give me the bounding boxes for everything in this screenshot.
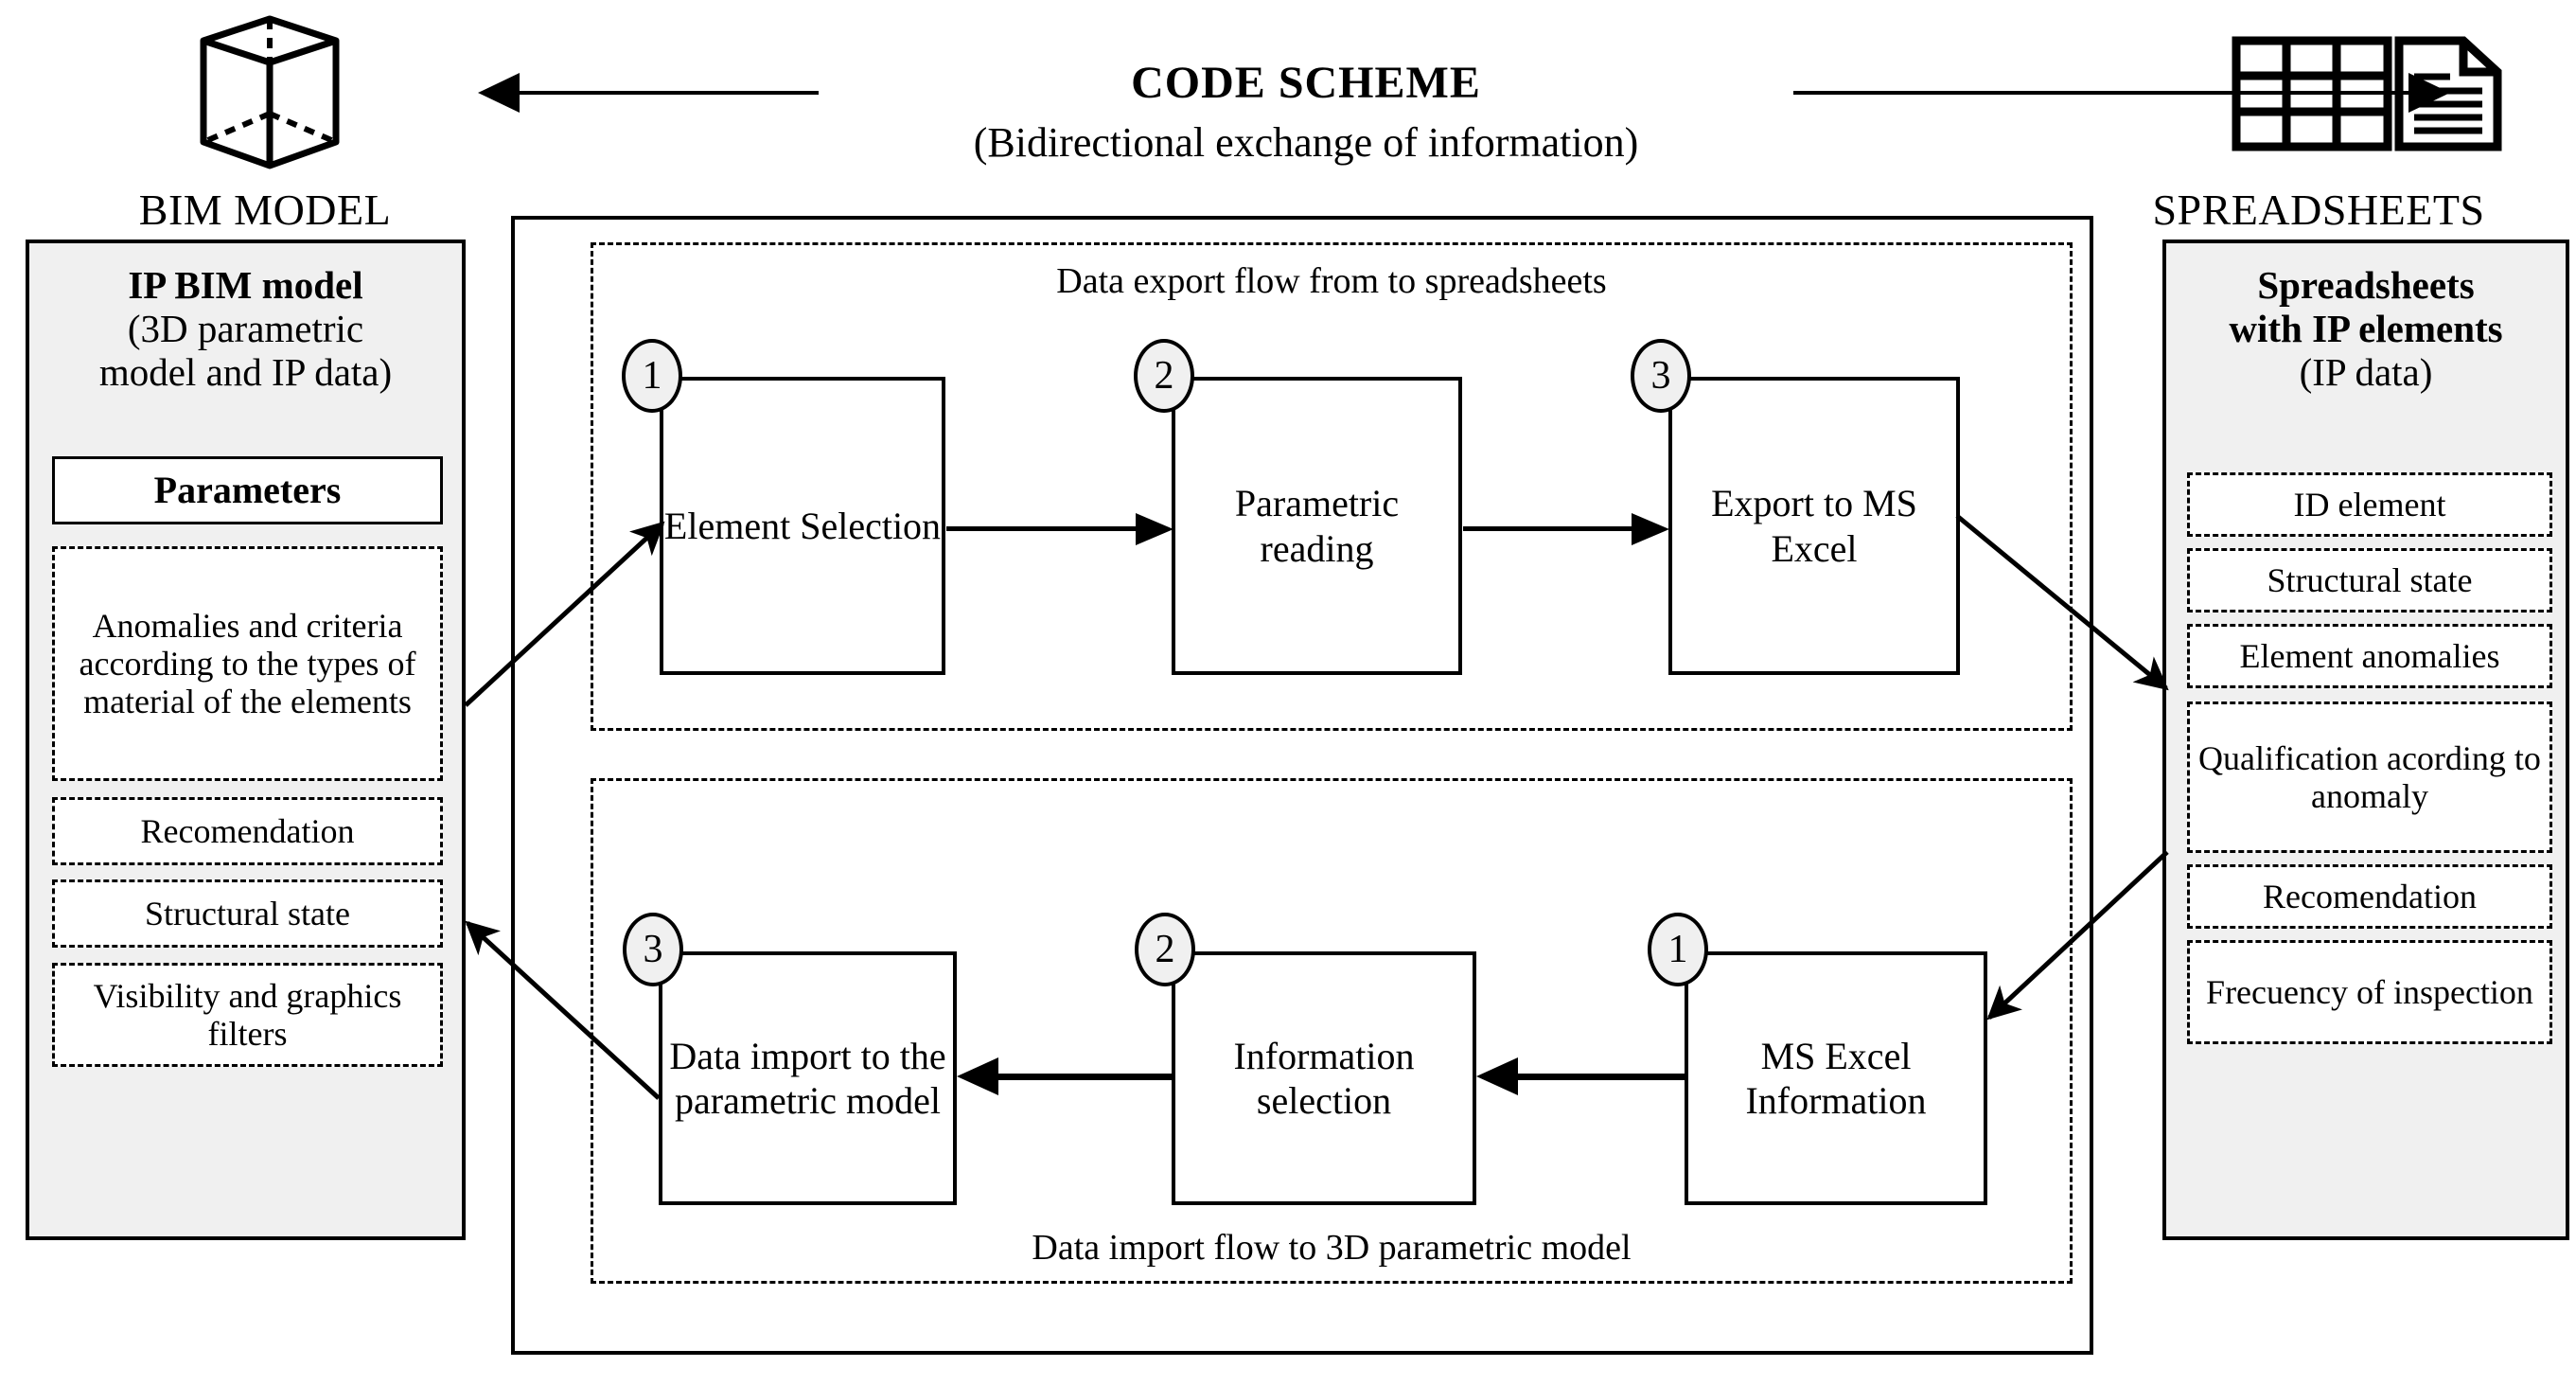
spreadsheets-panel-title: Spreadsheets with IP elements (IP data) [2166, 263, 2566, 395]
list-item[interactable]: Element anomalies [2187, 624, 2552, 688]
export-arrow-2-3 [1463, 526, 1632, 531]
step-badge-1: 1 [622, 339, 682, 413]
list-item[interactable]: Visibility and graphics filters [52, 963, 443, 1067]
list-item[interactable]: Structural state [52, 879, 443, 948]
spreadsheets-caption: SPREADSHEETS [2152, 186, 2485, 234]
import-arrow-1-2 [1517, 1074, 1687, 1080]
right-arrowhead-icon [2408, 73, 2450, 113]
process-box-data-import-to-parametric-model[interactable]: Data import to the parametric model [659, 951, 957, 1205]
list-item[interactable]: Recomendation [52, 797, 443, 865]
step-badge-2: 2 [1134, 339, 1194, 413]
import-arrowhead-2-3-icon [957, 1057, 998, 1095]
list-item[interactable]: Anomalies and criteria according to the … [52, 546, 443, 781]
export-flow-zone [591, 242, 2073, 731]
export-arrowhead-2-3-icon [1632, 513, 1669, 545]
spreadsheets-title-line2: with IP elements [2229, 306, 2503, 350]
list-item[interactable]: ID element [2187, 472, 2552, 537]
step-badge-1-import: 1 [1648, 913, 1708, 986]
process-box-element-selection[interactable]: Element Selection [660, 377, 945, 675]
spreadsheets-panel: Spreadsheets with IP elements (IP data) … [2162, 240, 2569, 1240]
bim-model-title-line3: model and IP data) [98, 349, 393, 394]
import-flow-label: Data import flow to 3D parametric model [1032, 1228, 1632, 1268]
page-title: CODE SCHEME [1131, 58, 1481, 108]
bim-model-title-bold: IP BIM model [128, 263, 363, 307]
parameters-box[interactable]: Parameters [52, 456, 443, 524]
step-badge-3: 3 [1631, 339, 1691, 413]
page-subtitle: (Bidirectional exchange of information) [973, 119, 1639, 166]
process-box-information-selection[interactable]: Information selection [1172, 951, 1476, 1205]
list-item[interactable]: Structural state [2187, 548, 2552, 613]
3d-cube-icon [185, 9, 355, 175]
export-flow-label: Data export flow from to spreadsheets [1056, 261, 1607, 301]
list-item[interactable]: Recomendation [2187, 864, 2552, 929]
import-arrowhead-1-2-icon [1476, 1057, 1518, 1095]
bim-model-title-line2: (3D parametric [127, 306, 364, 350]
step-badge-3-import: 3 [623, 913, 683, 986]
bim-model-caption: BIM MODEL [138, 186, 392, 234]
list-item[interactable]: Qualification acording to anomaly [2187, 701, 2552, 853]
title-rule-left [516, 91, 819, 95]
process-box-parametric-reading[interactable]: Parametric reading [1172, 377, 1462, 675]
step-badge-2-import: 2 [1135, 913, 1195, 986]
title-rule-right [1793, 91, 2408, 95]
bim-model-panel-title: IP BIM model (3D parametric model and IP… [29, 263, 462, 395]
spreadsheets-title-line1: Spreadsheets [2257, 263, 2475, 307]
process-box-export-to-ms-excel[interactable]: Export to MS Excel [1668, 377, 1960, 675]
export-arrowhead-1-2-icon [1136, 513, 1173, 545]
bim-model-panel: IP BIM model (3D parametric model and IP… [26, 240, 466, 1240]
left-arrowhead-icon [478, 73, 520, 113]
process-box-ms-excel-information[interactable]: MS Excel Information [1685, 951, 1987, 1205]
export-arrow-1-2 [946, 526, 1136, 531]
list-item[interactable]: Frecuency of inspection [2187, 940, 2552, 1044]
import-arrow-2-3 [997, 1074, 1174, 1080]
spreadsheets-title-line3: (IP data) [2299, 349, 2433, 394]
